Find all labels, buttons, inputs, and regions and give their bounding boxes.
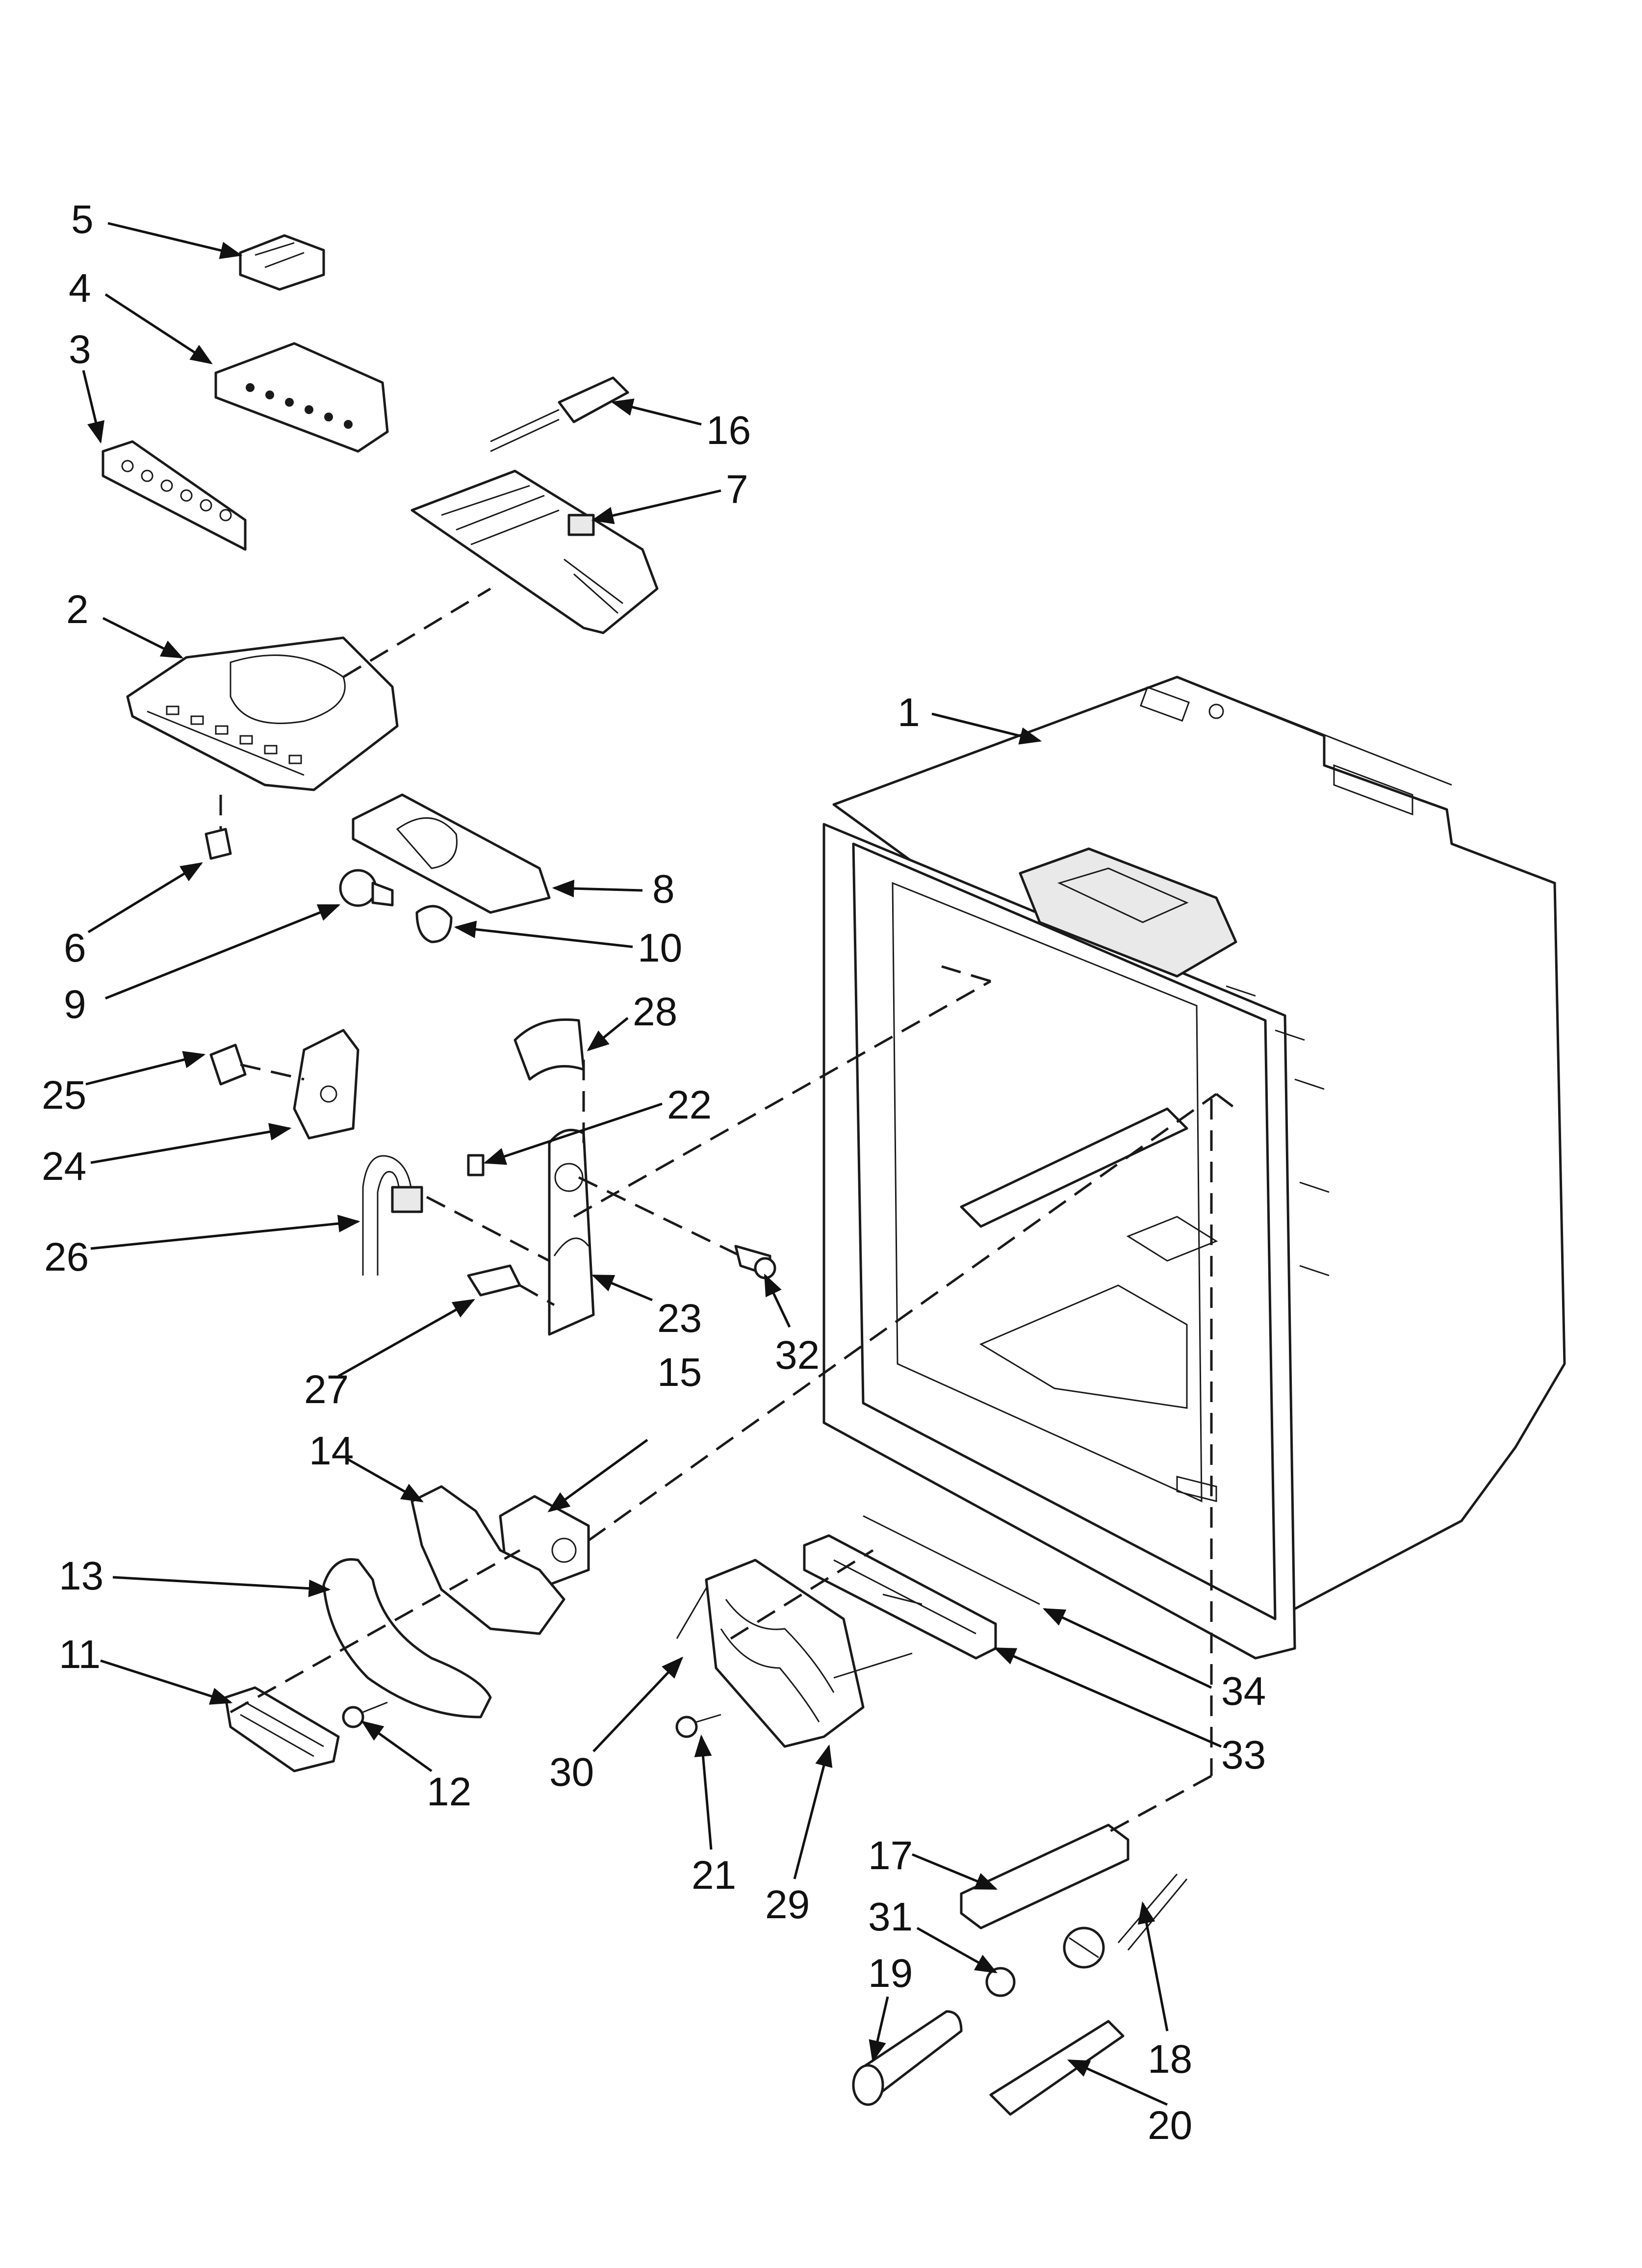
- assembly-lines: [219, 587, 1237, 1836]
- part-18-tube: [1117, 1874, 1188, 1951]
- callout-27: 27: [304, 1367, 349, 1412]
- callout-13: 13: [59, 1554, 103, 1598]
- part-22-clip: [467, 1154, 485, 1176]
- part-14-dispenser-arm: [410, 1485, 565, 1635]
- part-28-cover: [513, 1018, 585, 1081]
- part-21-screw: [675, 1714, 721, 1738]
- callout-16: 16: [706, 408, 751, 453]
- part-6-switch: [205, 828, 232, 860]
- callout-24: 24: [42, 1144, 86, 1189]
- part-9-bulb: [339, 869, 394, 907]
- part-10-socket: [415, 905, 453, 943]
- callout-34: 34: [1221, 1669, 1266, 1714]
- part-26-water-tube: [362, 1155, 423, 1276]
- part-1-liner: [822, 676, 1566, 1660]
- callout-17: 17: [868, 1833, 913, 1878]
- callout-22: 22: [667, 1083, 712, 1127]
- callout-25: 25: [42, 1073, 86, 1118]
- part-2-control-cover: [126, 636, 399, 791]
- callout-11: 11: [59, 1632, 101, 1677]
- callout-23: 23: [657, 1296, 702, 1341]
- callout-28: 28: [633, 990, 677, 1034]
- callout-1: 1: [898, 690, 920, 735]
- part-7-air-diffuser: [410, 469, 659, 634]
- callout-6: 6: [64, 926, 86, 970]
- callout-9: 9: [64, 982, 86, 1027]
- callout-4: 4: [69, 266, 91, 311]
- part-16-sensor: [490, 376, 629, 452]
- part-23-housing: [548, 1128, 595, 1336]
- part-20-cover: [989, 2020, 1125, 2116]
- callout-14: 14: [309, 1429, 354, 1473]
- part-31-cap: [985, 1967, 1016, 1997]
- part-17-bracket: [960, 1824, 1129, 1929]
- part-25-switch: [209, 1043, 247, 1086]
- callout-20: 20: [1148, 2103, 1192, 2148]
- callout-21: 21: [692, 1853, 736, 1898]
- callout-5: 5: [71, 197, 94, 242]
- part-12-screw: [342, 1701, 388, 1728]
- callout-33: 33: [1221, 1733, 1266, 1777]
- callout-29: 29: [765, 1882, 810, 1927]
- part-3-control-overlay: [102, 440, 247, 551]
- part-24-bracket: [293, 1029, 359, 1140]
- callout-labels: 5 4 3 16 7 2 1 8 6 10 9 28 25 22 24 26 2…: [42, 197, 1266, 2148]
- callout-30: 30: [549, 1750, 594, 1795]
- leader-arrows: [82, 222, 1222, 2106]
- part-30-screw: [676, 1579, 712, 1639]
- part-29-heater: [705, 1559, 913, 1748]
- callout-8: 8: [652, 867, 675, 912]
- callout-3: 3: [69, 327, 91, 372]
- part-4-control-housing: [214, 342, 389, 453]
- part-27-clip: [467, 1264, 521, 1297]
- callout-12: 12: [427, 1770, 471, 1814]
- callout-32: 32: [775, 1333, 820, 1378]
- callout-10: 10: [638, 926, 682, 970]
- part-filter-head: [1063, 1927, 1105, 1969]
- part-8-light-lens: [352, 793, 551, 914]
- callout-26: 26: [44, 1235, 89, 1279]
- callout-7: 7: [726, 467, 748, 512]
- part-13-trim: [322, 1558, 492, 1719]
- part-5-bracket: [239, 234, 325, 291]
- part-11-drip-tray: [224, 1686, 340, 1773]
- part-19-filter: [852, 2010, 963, 2106]
- callout-18: 18: [1148, 2037, 1192, 2082]
- callout-19: 19: [868, 1951, 913, 1996]
- callout-2: 2: [66, 587, 89, 632]
- part-32-screw: [734, 1245, 776, 1279]
- callout-31: 31: [868, 1895, 913, 1939]
- callout-15: 15: [657, 1350, 702, 1395]
- part-34-wire: [863, 1515, 1040, 1605]
